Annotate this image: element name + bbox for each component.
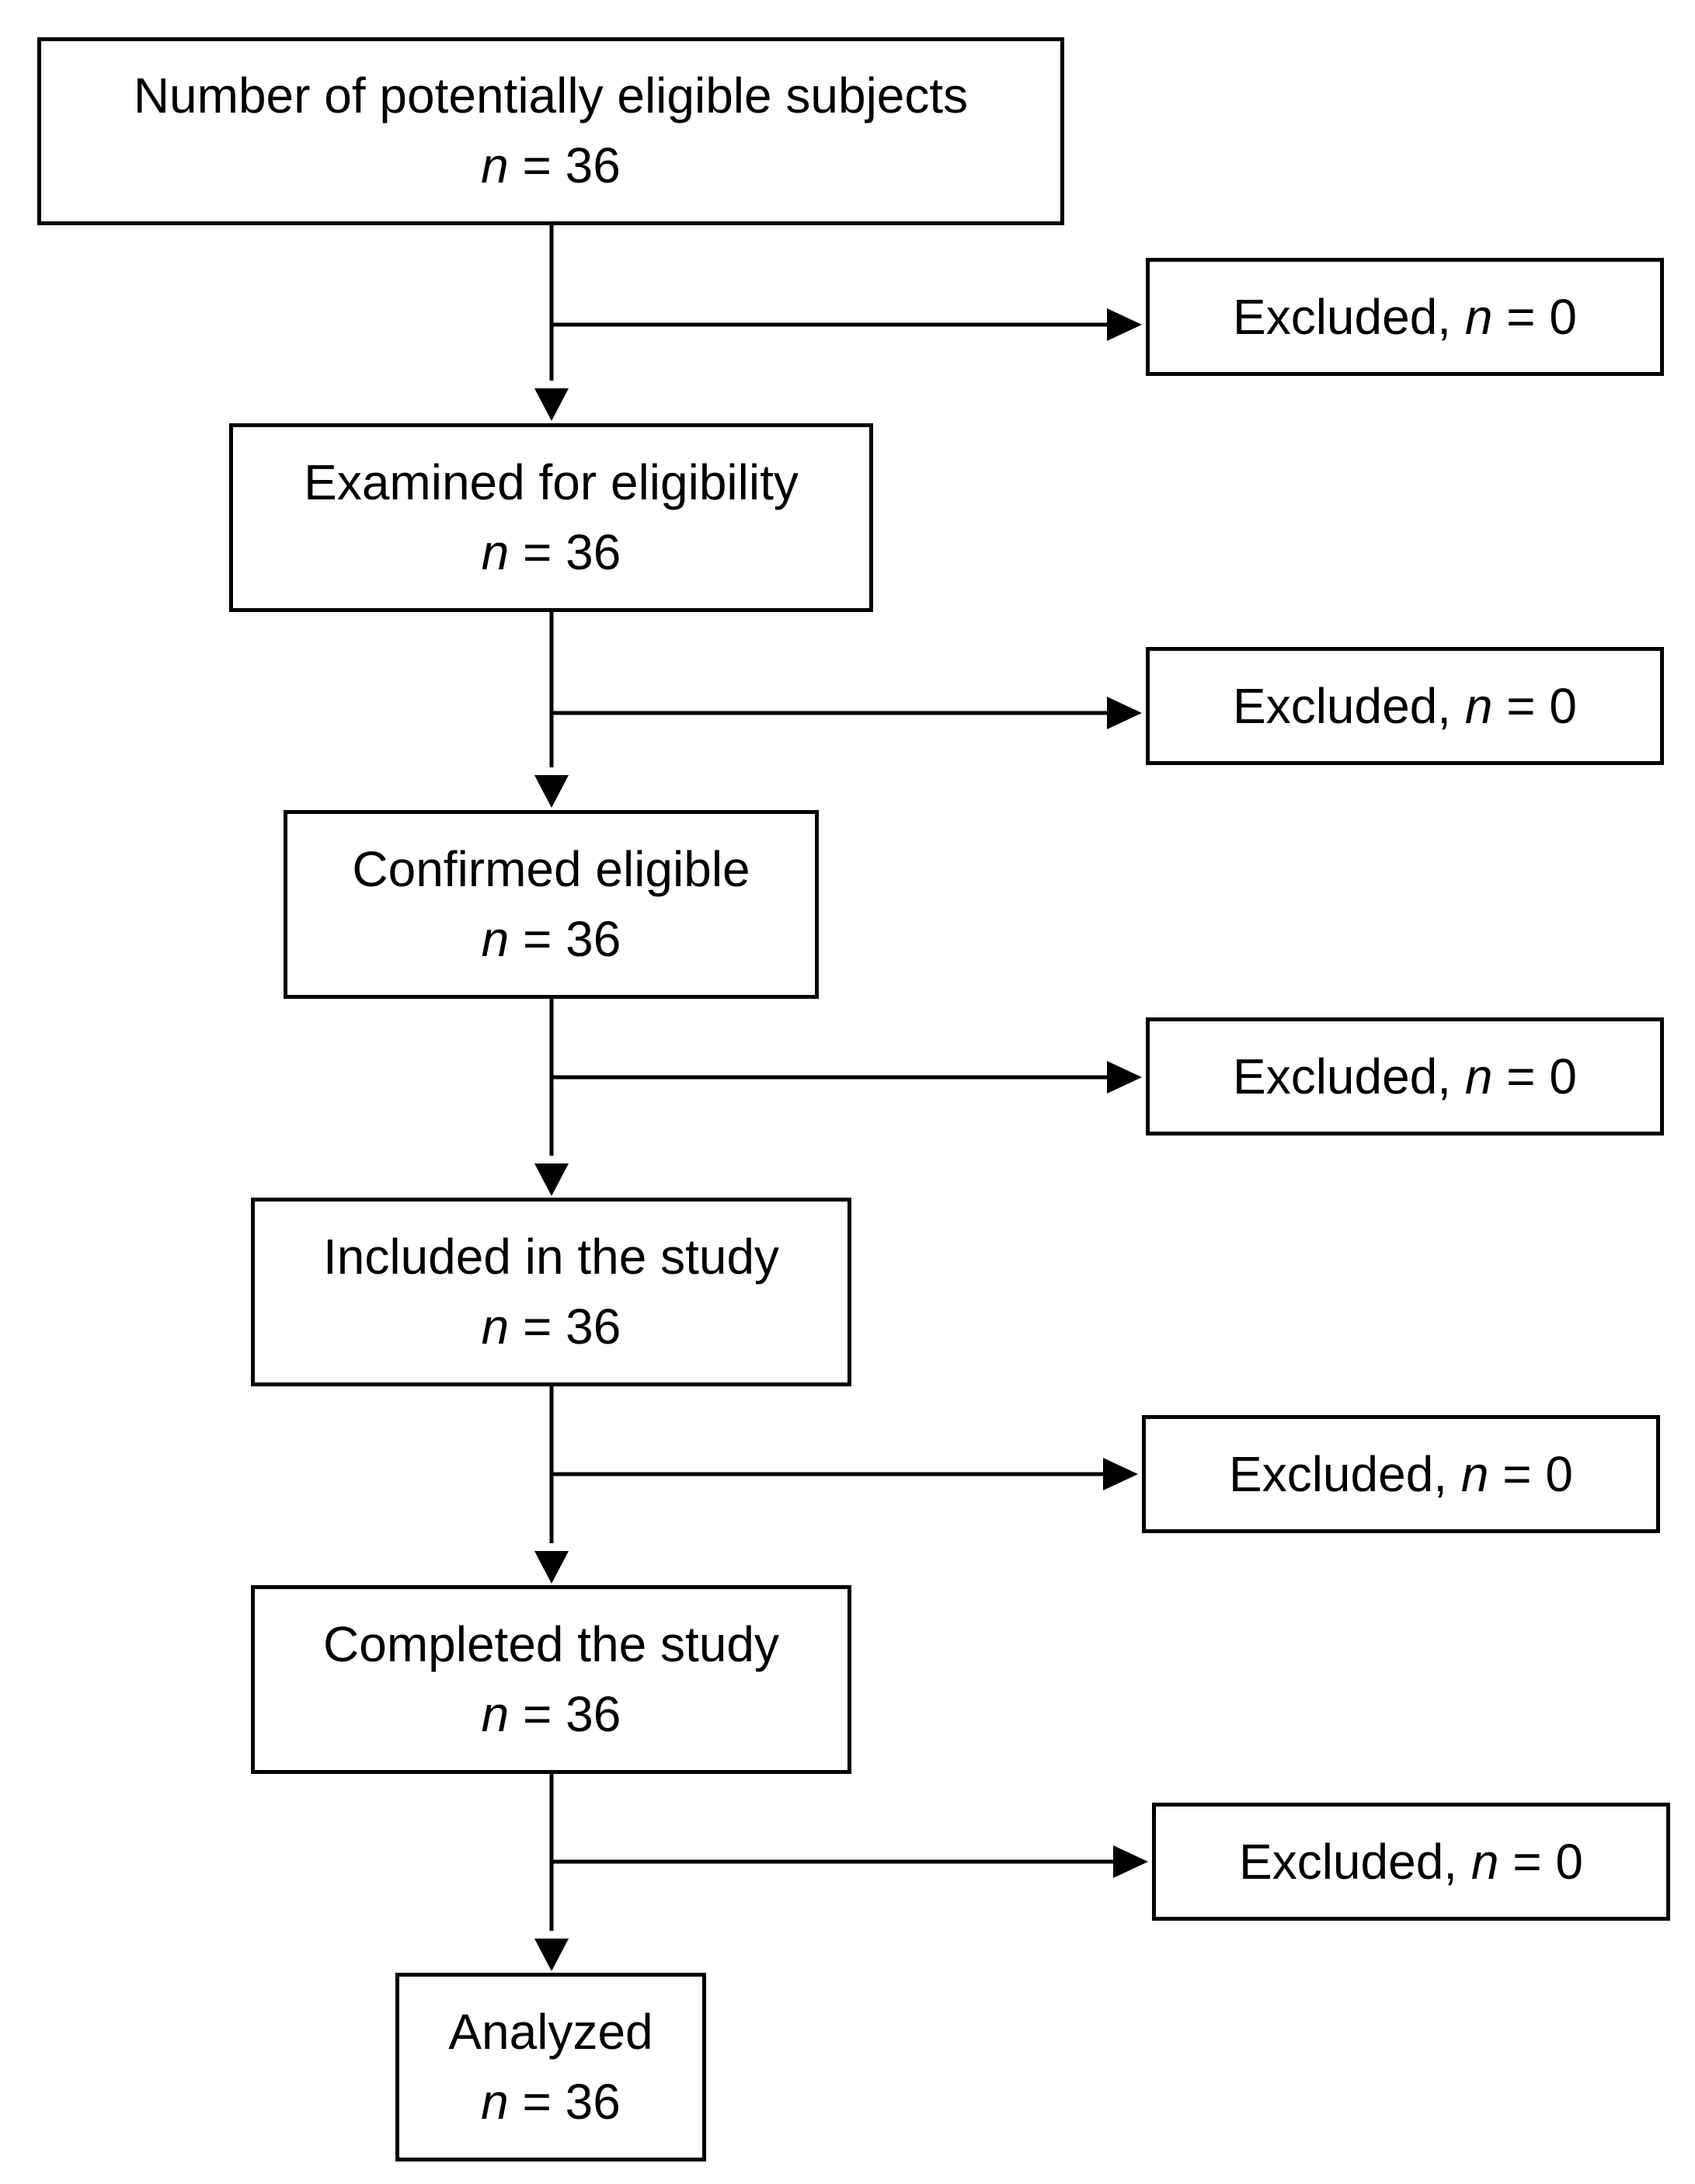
step-box-included: Included in the study n = 36 [251, 1198, 851, 1386]
step-label: Examined for eligibility [304, 454, 799, 510]
step-count: n = 36 [481, 2067, 621, 2137]
n-value: = 0 [1512, 1834, 1583, 1890]
arrowhead-right-3 [1107, 1061, 1142, 1094]
n-value: = 36 [522, 2073, 621, 2130]
arrowhead-down-3 [534, 1163, 569, 1196]
step-box-confirmed-eligible: Confirmed eligible n = 36 [284, 810, 819, 999]
excluded-box-5: Excluded, n = 0 [1152, 1803, 1670, 1921]
excluded-label: Excluded, [1233, 289, 1452, 345]
n-symbol: n [1460, 1446, 1489, 1502]
step-count: n = 36 [482, 518, 621, 588]
n-symbol: n [481, 1685, 510, 1742]
n-value: = 36 [523, 1298, 621, 1355]
n-value: = 0 [1506, 678, 1577, 734]
step-label: Confirmed eligible [352, 840, 750, 897]
n-value: = 0 [1506, 289, 1577, 345]
arrowhead-down-1 [534, 388, 569, 421]
step-count: n = 36 [482, 1680, 621, 1750]
n-value: = 36 [523, 1685, 621, 1742]
step-label: Number of potentially eligible subjects [133, 68, 969, 124]
n-symbol: n [1464, 289, 1493, 345]
step-count: n = 36 [481, 131, 621, 201]
n-symbol: n [481, 523, 510, 580]
step-label: Completed the study [323, 1615, 779, 1672]
n-symbol: n [481, 2073, 509, 2130]
n-value: = 36 [523, 523, 621, 580]
arrowhead-right-2 [1107, 697, 1142, 729]
arrowhead-down-4 [534, 1551, 569, 1584]
n-symbol: n [1464, 1049, 1493, 1104]
n-value: = 0 [1502, 1446, 1573, 1502]
n-symbol: n [1464, 678, 1493, 734]
arrowhead-right-5 [1113, 1845, 1148, 1878]
arrowhead-right-1 [1107, 308, 1142, 341]
excluded-box-3: Excluded, n = 0 [1146, 1017, 1664, 1135]
step-box-potentially-eligible: Number of potentially eligible subjects … [37, 37, 1064, 225]
excluded-box-1: Excluded, n = 0 [1146, 258, 1664, 376]
arrowhead-down-2 [534, 775, 569, 808]
n-value: = 36 [522, 137, 621, 193]
excluded-box-4: Excluded, n = 0 [1142, 1415, 1660, 1533]
n-value: = 0 [1506, 1049, 1577, 1104]
n-value: = 36 [523, 910, 621, 967]
excluded-label: Excluded, [1229, 1446, 1448, 1502]
excluded-label: Excluded, [1233, 678, 1452, 734]
step-count: n = 36 [482, 1292, 621, 1362]
arrowhead-down-5 [534, 1939, 569, 1971]
n-symbol: n [481, 1298, 510, 1355]
excluded-label: Excluded, [1239, 1834, 1458, 1890]
arrowhead-right-4 [1103, 1458, 1138, 1490]
n-symbol: n [481, 910, 510, 967]
step-count: n = 36 [482, 905, 621, 975]
step-label: Included in the study [322, 1228, 780, 1285]
step-box-completed: Completed the study n = 36 [251, 1585, 851, 1774]
excluded-label: Excluded, [1233, 1049, 1452, 1104]
step-box-examined: Examined for eligibility n = 36 [229, 423, 873, 612]
step-label: Analyzed [448, 2003, 653, 2060]
step-box-analyzed: Analyzed n = 36 [395, 1973, 706, 2161]
excluded-box-2: Excluded, n = 0 [1146, 647, 1664, 765]
n-symbol: n [481, 137, 509, 193]
n-symbol: n [1471, 1834, 1499, 1890]
